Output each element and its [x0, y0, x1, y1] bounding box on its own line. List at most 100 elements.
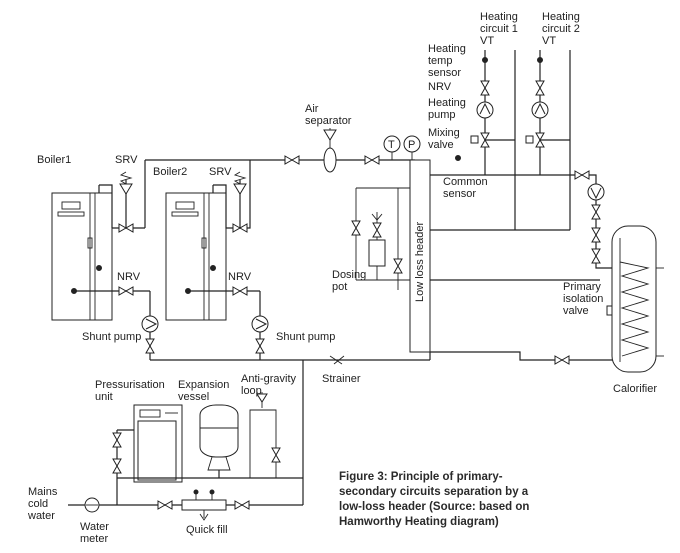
srv-1-label: SRV [115, 154, 138, 166]
calorifier [606, 225, 664, 373]
heating-pump-label-2: pump [428, 109, 456, 121]
temperature-gauge-symbol: T [388, 139, 395, 151]
nrv-1-label: NRV [117, 271, 141, 283]
circuit-1-temp-sensor [482, 57, 488, 63]
srv-2-valve [233, 171, 247, 195]
calorifier-isolation-valve-lower [591, 248, 601, 264]
strainer [329, 355, 345, 365]
figure-caption: Figure 3: Principle of primary- secondar… [339, 470, 589, 530]
boiler-2-label: Boiler2 [153, 166, 187, 178]
figure-caption-line-4: Hamworthy Heating diagram) [339, 516, 499, 528]
heating-temp-sensor-label-1: Heating [428, 43, 466, 55]
shunt-pump-2-label: Shunt pump [276, 331, 335, 343]
figure-caption-line-2: secondary circuits separation by a [339, 486, 529, 498]
pressure-gauge-symbol: P [408, 139, 415, 151]
heating-pump-label-1: Heating [428, 97, 466, 109]
quick-fill-valve-left [157, 500, 173, 510]
calorifier-isolation-valve-upper [591, 227, 601, 243]
flow-isolation-valve-2 [364, 155, 380, 165]
figure-caption-line-3: low-loss header (Source: based on [339, 501, 530, 513]
water-meter-label-1: Water [80, 521, 109, 533]
air-separator [323, 128, 337, 173]
circuit-1-actuator [470, 135, 479, 144]
strainer-label: Strainer [322, 373, 361, 385]
water-meter-label-2: meter [80, 533, 108, 545]
nrv-2-valve [232, 286, 248, 296]
dosing-valve-3 [393, 258, 403, 274]
shunt-pump-1-valve [145, 338, 155, 354]
expansion-vessel-label-1: Expansion [178, 379, 229, 391]
pressure-gauge: P [403, 135, 421, 160]
mixing-valve-label-2: valve [428, 139, 454, 151]
primary-isolation-valve-label-1: Primary [563, 281, 601, 293]
dosing-pot-label-1: Dosing [332, 269, 366, 281]
circuit-2-temp-sensor [537, 57, 543, 63]
heating-temp-sensor-label-2: temp [428, 55, 452, 67]
expansion-vessel [199, 404, 239, 471]
heating-circuit-1-label-1: Heating [480, 11, 518, 23]
pressurisation-unit [133, 404, 183, 483]
primary-isolation-valve-label-3: valve [563, 305, 589, 317]
calorifier-primary-pump [587, 183, 605, 201]
quick-fill-unit [181, 489, 227, 521]
shunt-pump-2-valve [255, 338, 265, 354]
calorifier-label: Calorifier [613, 383, 657, 395]
dosing-valve-1 [351, 220, 361, 236]
pressurisation-unit-label-1: Pressurisation [95, 379, 165, 391]
dosing-pot [355, 187, 410, 290]
circuit-1-pump [476, 101, 494, 119]
dosing-valve-2 [372, 222, 382, 238]
calorifier-return-valve [554, 355, 570, 365]
expansion-vessel-label-2: vessel [178, 391, 209, 403]
circuit-2-nrv [535, 80, 545, 96]
calorifier-flow-valve [574, 170, 590, 180]
mains-cold-water-label-3: water [27, 510, 55, 522]
heating-circuit-2-label-2: circuit 2 [542, 23, 580, 35]
primary-isolation-valve-label-2: isolation [563, 293, 603, 305]
calorifier-nrv [591, 204, 601, 220]
srv-1-valve [119, 171, 133, 195]
circuit-1-nrv [480, 80, 490, 96]
figure-caption-line-1: Figure 3: Principle of primary- [339, 471, 503, 483]
mixing-valve-label-1: Mixing [428, 127, 460, 139]
heating-circuit-1-label-3: VT [480, 35, 494, 47]
heating-circuit-2-label-1: Heating [542, 11, 580, 23]
anti-gravity-valve [271, 447, 281, 463]
heating-temp-sensor-label-3: sensor [428, 67, 461, 79]
anti-gravity-loop-label-2: loop [241, 385, 262, 397]
dosing-pot-label-2: pot [332, 281, 347, 293]
mains-cold-water-label-2: cold [28, 498, 48, 510]
flow-isolation-valve-1 [284, 155, 300, 165]
air-separator-label-2: separator [305, 115, 352, 127]
boiler-1-label: Boiler1 [37, 154, 71, 166]
boiler-2 [165, 192, 227, 321]
shunt-pump-2 [251, 315, 269, 333]
common-sensor-dot [455, 155, 461, 161]
circuit-nrv-label: NRV [428, 81, 452, 93]
pressurisation-unit-label-2: unit [95, 391, 113, 403]
boiler-1 [51, 192, 113, 321]
anti-gravity-loop [249, 392, 277, 478]
shunt-pump-1 [141, 315, 159, 333]
pressurisation-valve-2 [112, 458, 122, 474]
heating-circuit-2-label-3: VT [542, 35, 556, 47]
temperature-gauge: T [383, 135, 401, 160]
srv-2-label: SRV [209, 166, 232, 178]
heating-circuit-1-label-2: circuit 1 [480, 23, 518, 35]
pressurisation-valve-1 [112, 432, 122, 448]
mains-cold-water-label-1: Mains [28, 486, 58, 498]
circuit-2-actuator [525, 135, 534, 144]
circuit-2-pump [531, 101, 549, 119]
common-sensor-label-2: sensor [443, 188, 476, 200]
shunt-pump-1-label: Shunt pump [82, 331, 141, 343]
air-separator-label-1: Air [305, 103, 319, 115]
low-loss-header-label: Low loss header [414, 222, 426, 302]
nrv-1-valve [118, 286, 134, 296]
nrv-2-label: NRV [228, 271, 252, 283]
low-loss-header [409, 159, 431, 353]
quick-fill-valve-right [234, 500, 250, 510]
water-meter [84, 497, 100, 513]
anti-gravity-loop-label-1: Anti-gravity [241, 373, 297, 385]
common-sensor-label-1: Common [443, 176, 488, 188]
